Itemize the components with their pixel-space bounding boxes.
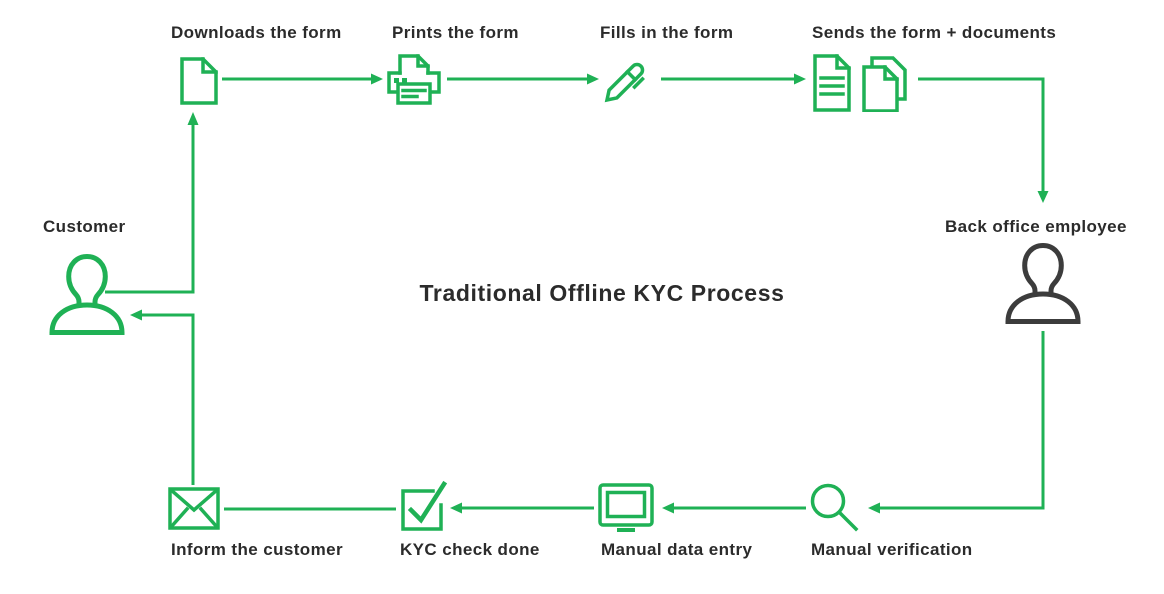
arrow-prints-to-fills: [447, 73, 599, 85]
diagram-title: Traditional Offline KYC Process: [419, 280, 785, 306]
back-office-person-icon: [1005, 242, 1081, 324]
sends-label: Sends the form + documents: [812, 23, 1057, 42]
documents-icon: [813, 54, 907, 112]
back-office-label: Back office employee: [945, 217, 1127, 236]
downloads-label: Downloads the form: [171, 23, 342, 42]
inform-customer-label: Inform the customer: [171, 540, 343, 559]
arrow-back-office-to-verification: [868, 331, 1045, 514]
arrow-data-entry-to-kyc-check: [450, 502, 594, 514]
fills-label: Fills in the form: [600, 23, 734, 42]
monitor-icon: [598, 483, 654, 532]
customer-label: Customer: [43, 217, 126, 236]
arrow-customer-to-downloads: [105, 112, 199, 294]
arrow-inform-to-customer: [130, 309, 195, 485]
kyc-check-done-label: KYC check done: [400, 540, 540, 559]
printer-icon: [387, 54, 441, 105]
manual-data-entry-label: Manual data entry: [601, 540, 753, 559]
pen-icon: [604, 62, 645, 103]
arrow-verification-to-data-entry: [662, 502, 806, 514]
prints-label: Prints the form: [392, 23, 519, 42]
arrow-downloads-to-prints: [222, 73, 383, 85]
arrow-fills-to-sends: [661, 73, 806, 85]
envelope-icon: [168, 487, 220, 530]
customer-person-icon: [49, 253, 125, 335]
magnifier-icon: [810, 483, 859, 532]
arrow-sends-to-back-office: [918, 77, 1049, 203]
manual-verification-label: Manual verification: [811, 540, 973, 559]
checkbox-check-icon: [401, 480, 448, 531]
document-icon: [180, 57, 218, 105]
